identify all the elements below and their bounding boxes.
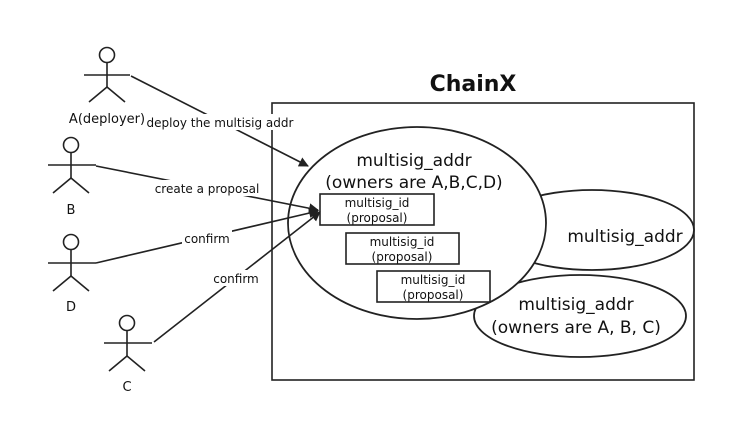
proposal-box: multisig_id (proposal) (345, 232, 460, 265)
proposal-box: multisig_id (proposal) (319, 193, 435, 226)
third-multisig-ellipse (473, 274, 687, 358)
main-multisig-label: multisig_addr (356, 151, 471, 171)
proposal-box: multisig_id (proposal) (376, 270, 491, 303)
actor-b-label: B (67, 203, 76, 218)
actor-a-label: A(deployer) (69, 112, 145, 127)
third-multisig-label: multisig_addr (518, 295, 633, 315)
confirm-c-label: confirm (213, 272, 259, 286)
proposal-kind: (proposal) (403, 288, 464, 302)
second-multisig-label: multisig_addr (567, 227, 682, 247)
stick-figure-icon (48, 136, 96, 194)
actor-d: D (48, 233, 96, 315)
actor-b: B (48, 136, 96, 218)
main-multisig-owners: (owners are A,B,C,D) (325, 173, 502, 193)
third-multisig-owners: (owners are A, B, C) (491, 318, 661, 338)
actor-a: A(deployer) (69, 46, 145, 127)
proposal-id: multisig_id (345, 196, 410, 210)
stick-figure-icon (104, 314, 152, 372)
proposal-kind: (proposal) (372, 250, 433, 264)
proposal-id: multisig_id (401, 273, 466, 287)
stick-figure-icon (48, 233, 96, 292)
proposal-kind: (proposal) (347, 211, 408, 225)
third-multisig: multisig_addr (owners are A, B, C) (473, 274, 687, 358)
system-title: ChainX (430, 72, 517, 97)
chainx-boundary (271, 102, 695, 381)
proposal-id: multisig_id (370, 235, 435, 249)
confirm-d-label: confirm (184, 232, 230, 246)
actor-d-label: D (66, 300, 76, 315)
main-multisig: multisig_addr (owners are A,B,C,D) multi… (287, 126, 547, 320)
propose-label: create a proposal (155, 182, 260, 196)
actor-c: C (104, 314, 152, 395)
stick-figure-icon (84, 46, 130, 103)
deploy-label: deploy the multisig addr (147, 116, 294, 130)
actor-c-label: C (122, 380, 131, 395)
